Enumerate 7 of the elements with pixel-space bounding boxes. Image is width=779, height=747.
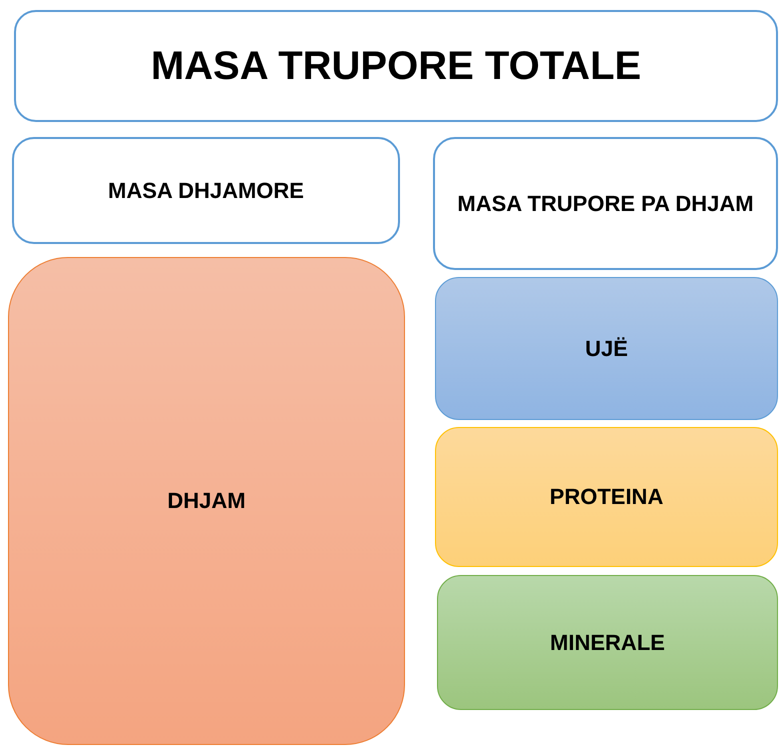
- component-box: PROTEINA: [435, 427, 778, 567]
- category-box: MASA DHJAMORE: [12, 137, 400, 244]
- component-box: MINERALE: [437, 575, 778, 710]
- component-box: UJË: [435, 277, 778, 420]
- heading-box: MASA TRUPORE TOTALE: [14, 10, 778, 122]
- category-box: MASA TRUPORE PA DHJAM: [433, 137, 778, 270]
- component-box: DHJAM: [8, 257, 405, 745]
